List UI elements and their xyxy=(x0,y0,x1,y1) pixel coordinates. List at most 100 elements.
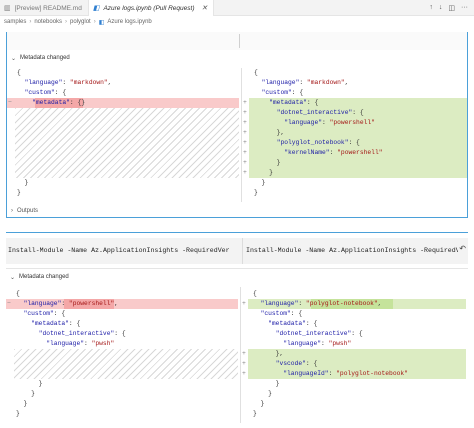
chevron-right-icon: › xyxy=(65,19,68,25)
code-line: }, xyxy=(253,350,284,357)
code-line: } xyxy=(16,380,43,387)
metadata-header-label: Metadata changed xyxy=(19,274,69,280)
code-line: { xyxy=(254,69,258,76)
plus-marker: + xyxy=(243,99,247,106)
code-line: "metadata": { xyxy=(268,320,318,327)
tab-label: [Preview] README.md xyxy=(14,4,82,12)
code-line: } xyxy=(16,410,20,417)
code-line: } xyxy=(16,400,28,407)
modified-code: { "language": "polyglot-notebook", "cust… xyxy=(240,287,466,423)
code-modified: Install-Module -Name Az.ApplicationInsig… xyxy=(246,247,458,254)
minus-marker: − xyxy=(7,300,11,307)
code-line: "dotnet_interactive": { xyxy=(275,330,363,337)
inserted-lines-highlight xyxy=(249,98,467,178)
inserted-text-highlight xyxy=(311,299,393,309)
plus-marker: + xyxy=(243,169,247,176)
code-line: "language": "markdown", xyxy=(24,79,112,86)
chevron-right-icon: › xyxy=(29,19,32,25)
code-line: } xyxy=(253,410,257,417)
code-line: "dotnet_interactive": { xyxy=(276,109,364,116)
code-line: "language": "powershell" xyxy=(284,119,375,126)
metadata-diff: − + + + + + + + + xyxy=(7,68,467,202)
editor-tab-bar: ▥ [Preview] README.md ◧ Azure logs.ipynb… xyxy=(0,0,474,16)
code-line: } xyxy=(253,400,265,407)
code-line: "custom": { xyxy=(24,89,67,96)
code-original: Install-Module -Name Az.ApplicationInsig… xyxy=(8,247,230,254)
deleted-text-highlight xyxy=(35,98,83,108)
modified-pane: + + + + xyxy=(240,287,466,423)
close-icon[interactable]: ✕ xyxy=(201,5,208,12)
modified-code: { "language": "markdown", "custom": { "m… xyxy=(241,68,467,202)
cell-top-strip xyxy=(7,32,467,50)
plus-marker: + xyxy=(243,129,247,136)
plus-marker: + xyxy=(242,370,246,377)
code-line: "metadata": { xyxy=(269,99,319,106)
metadata-diff-text: { "language": "powershell", "custom": { … xyxy=(6,287,468,423)
code-line: { xyxy=(16,290,20,297)
notebook-icon: ◧ xyxy=(98,19,105,26)
plus-marker: + xyxy=(242,350,246,357)
code-line: "custom": { xyxy=(23,310,66,317)
original-pane: − xyxy=(6,287,238,423)
breadcrumb-item[interactable]: notebooks xyxy=(34,19,63,25)
code-line: "vscode": { xyxy=(275,360,318,367)
code-line: "language": "powershell", xyxy=(23,300,119,307)
code-line: "language": "polyglot-notebook", xyxy=(260,300,382,307)
code-line: "custom": { xyxy=(260,310,303,317)
metadata-diff-text: { "language": "markdown", "custom": { "m… xyxy=(7,68,467,202)
revert-icon[interactable]: ↶ xyxy=(459,244,466,253)
diff-cell-2: ⌄ Metadata changed − + + + + { "language… xyxy=(6,268,468,426)
more-actions-icon[interactable]: ··· xyxy=(461,4,468,11)
breadcrumb-item[interactable]: samples xyxy=(4,19,27,25)
code-line: } xyxy=(254,179,266,186)
outputs-header[interactable]: › Outputs xyxy=(7,205,38,217)
chevron-right-icon: › xyxy=(11,208,13,214)
plus-marker: + xyxy=(243,139,247,146)
deleted-text-highlight xyxy=(64,299,114,309)
breadcrumb-item[interactable]: polyglot xyxy=(70,19,91,25)
original-code: { "language": "markdown", "custom": { "m… xyxy=(15,68,239,202)
metadata-header-label: Metadata changed xyxy=(20,55,70,61)
outputs-label: Outputs xyxy=(17,208,39,214)
plus-marker: + xyxy=(243,119,247,126)
breadcrumb: samples › notebooks › polyglot › ◧ Azure… xyxy=(0,16,474,28)
original-code: { "language": "powershell", "custom": { … xyxy=(14,287,238,423)
code-line: "languageId": "polyglot-notebook" xyxy=(283,370,408,377)
code-line: }, xyxy=(254,129,285,136)
split-editor-icon[interactable]: ◫ xyxy=(448,4,455,12)
code-line: } xyxy=(17,179,29,186)
chevron-down-icon: ⌄ xyxy=(11,55,17,62)
preview-icon: ▥ xyxy=(4,5,11,12)
arrow-up-icon[interactable]: ↑ xyxy=(429,4,433,11)
original-pane: − xyxy=(7,68,239,202)
plus-marker: + xyxy=(243,149,247,156)
arrow-down-icon[interactable]: ↓ xyxy=(438,4,443,11)
plus-marker: + xyxy=(243,159,247,166)
tab-readme-preview[interactable]: ▥ [Preview] README.md xyxy=(0,0,89,16)
editor-actions: ↑ ↓ ◫ ··· xyxy=(429,0,474,15)
notebook-icon: ◧ xyxy=(92,5,100,12)
code-line: } xyxy=(253,380,280,387)
deleted-line-highlight xyxy=(7,98,239,108)
metadata-header[interactable]: ⌄ Metadata changed xyxy=(6,271,69,283)
code-diff-bar: Install-Module -Name Az.ApplicationInsig… xyxy=(6,238,468,264)
code-line: "polyglot_notebook": { xyxy=(276,139,360,146)
metadata-header[interactable]: ⌄ Metadata changed xyxy=(7,52,70,64)
code-line: } xyxy=(17,189,21,196)
breadcrumb-item[interactable]: Azure logs.ipynb xyxy=(107,19,152,25)
minus-marker: − xyxy=(8,99,12,106)
plus-marker: + xyxy=(242,300,246,307)
code-line: "custom": { xyxy=(261,89,304,96)
code-line: "kernelName": "powershell" xyxy=(284,149,383,156)
cell-focus-border xyxy=(6,232,468,233)
chevron-right-icon: › xyxy=(93,19,96,25)
tab-azure-logs[interactable]: ◧ Azure logs.ipynb (Pull Request) ✕ xyxy=(88,0,215,16)
code-line: "metadata": { xyxy=(31,320,81,327)
code-line: } xyxy=(16,390,35,397)
diff-placeholder-hatch xyxy=(15,108,239,178)
diff-cell-1: ⌄ Metadata changed − + + + + + + + + { "… xyxy=(6,32,468,218)
plus-marker: + xyxy=(242,360,246,367)
code-line: { xyxy=(17,69,21,76)
inserted-lines-highlight xyxy=(248,349,466,379)
diff-placeholder-hatch xyxy=(14,349,238,379)
